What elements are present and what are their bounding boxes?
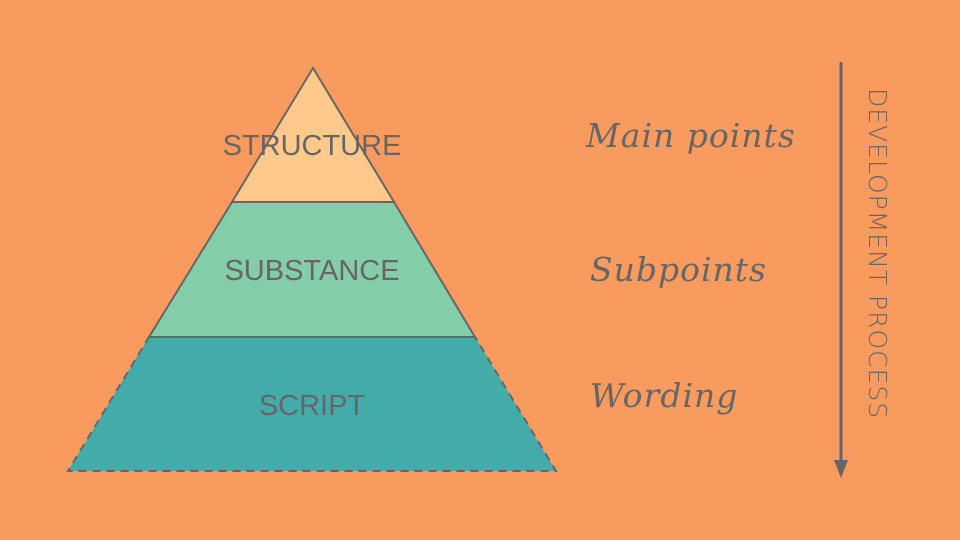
description-subpoints: Subpoints [590,250,767,289]
arrow-head-icon [834,460,848,478]
layer-label-script: SCRIPT [259,390,366,422]
description-main-points: Main points [586,116,796,155]
description-wording: Wording [590,376,739,415]
development-process-label: DEVELOPMENT PROCESS [863,88,892,420]
layer-label-structure: STRUCTURE [223,130,402,162]
layer-label-substance: SUBSTANCE [224,255,399,287]
pyramid-layer-structure [230,66,396,203]
development-arrow [834,62,848,478]
